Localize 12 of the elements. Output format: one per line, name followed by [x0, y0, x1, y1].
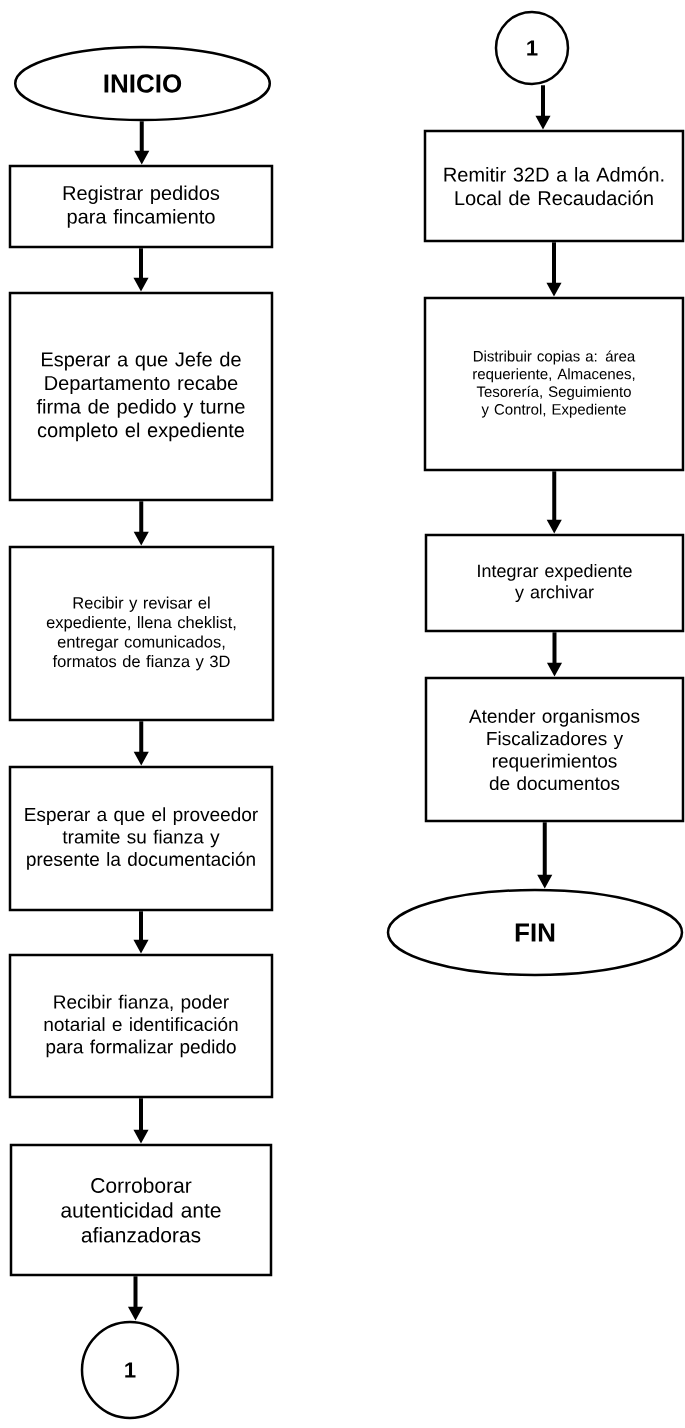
process-box: Recibir y revisar el expediente, llena cheklist, entregar comunicados, formatos de fianza y 3D — [8, 545, 275, 722]
process-box: Integrar expediente y archivar — [424, 533, 685, 633]
process-box: Distribuir copias a: área requeriente, Almacenes, Tesorería, Seguimiento y Control, Expediente — [423, 296, 685, 472]
process-box: Esperar a que el proveedor tramite su fianza y presente la documentación — [8, 765, 274, 912]
terminal-oval: INICIO — [13, 45, 272, 122]
process-box: Recibir fianza, poder notarial e identificación para formalizar pedido — [8, 953, 274, 1099]
process-box: Remitir 32D a la Admón. Local de Recaudación — [423, 129, 685, 243]
process-box: Atender organismos Fiscalizadores y requerimientos de documentos — [424, 676, 685, 823]
terminal-oval: FIN — [386, 888, 684, 977]
process-box: Esperar a que Jefe de Departamento recabe firma de pedido y turne completo el expediente — [8, 291, 274, 502]
process-box: Corroborar autenticidad ante afianzadoras — [9, 1143, 273, 1277]
process-box: Registrar pedidos para fincamiento — [8, 164, 274, 249]
